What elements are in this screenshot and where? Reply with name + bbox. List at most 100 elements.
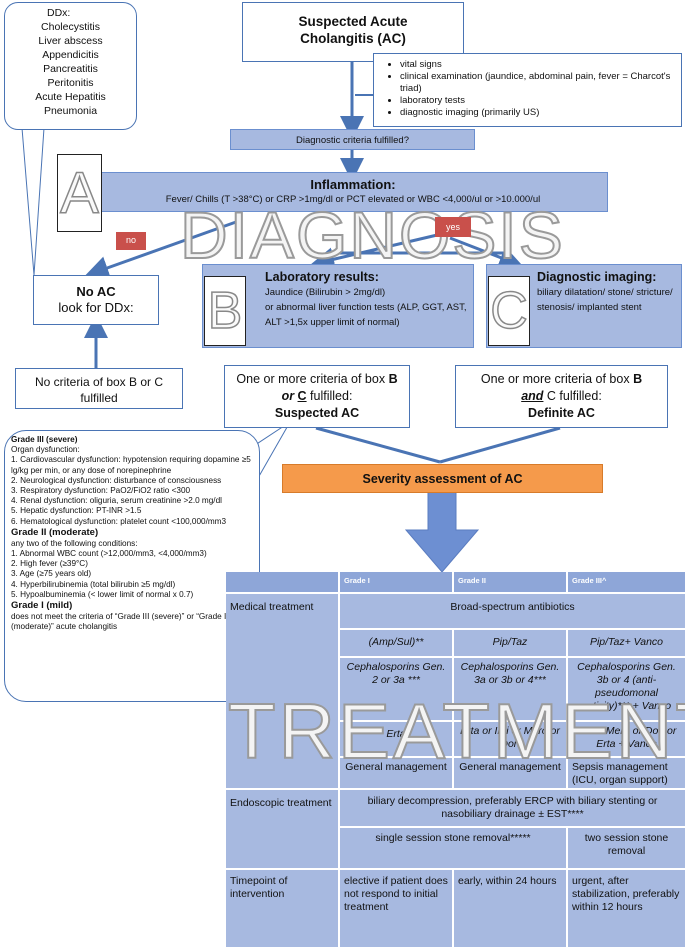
header-grade3-text: Grade III^ — [572, 576, 607, 585]
workup-item: clinical examination (jaundice, abdomina… — [400, 71, 677, 95]
lab-results-box: Laboratory results: Jaundice (Bilirubin … — [202, 264, 474, 348]
ddx-item: Appendicitis — [42, 49, 99, 61]
table-header-blank — [226, 572, 338, 592]
cell-r1-g2: Pip/Taz — [454, 630, 566, 656]
table-header-grade1: Grade I — [340, 572, 452, 592]
definite-result: Definite AC — [528, 406, 595, 420]
single-session-text: single session stone removal***** — [375, 832, 531, 844]
diagnosis-watermark-text: DIAGNOSIS — [179, 198, 565, 272]
cell-r3-g3: Imi or Mero or Dori or Erta + Vanco — [568, 722, 685, 756]
cell-two-session: two session stone removal — [568, 828, 685, 868]
letter-c: C — [489, 281, 528, 341]
g2-intro: any two of the following conditions: — [11, 538, 138, 548]
no-criteria-text: No criteria of box B or C fulfilled — [34, 375, 164, 405]
inflammation-title: Inflammation: — [310, 177, 396, 192]
no-ac-title: No AC — [76, 284, 116, 299]
ddx-item: Pancreatitis — [43, 63, 98, 75]
cell-r4-g3: Sepsis management (ICU, organ support) — [568, 758, 685, 788]
imaging-text: biliary dilatation/ stone/ stricture/ st… — [537, 287, 673, 313]
g2-item: 4. Hyperbilirubinemia (total bilirubin ≥… — [11, 579, 176, 589]
letter-a-box: A — [57, 154, 102, 232]
grades-bubble: Grade III (severe) Organ dysfunction: 1.… — [4, 430, 260, 702]
g3-item: 4. Renal dysfunction: oliguria, serum cr… — [11, 496, 222, 506]
cell-r3-g1: Erta — [340, 722, 452, 756]
cell-r2-g3: Cephalosporins Gen. 3b or 4 (anti-pseudo… — [568, 658, 685, 720]
g2-item: 5. Hypoalbuminemia (< lower limit of nor… — [11, 589, 194, 599]
r3-g1-text: Erta — [386, 728, 406, 740]
r1-g1-text: (Amp/Sul)** — [368, 636, 424, 648]
g2-item: 3. Age (≥75 years old) — [11, 569, 92, 579]
ddx-bubble-tail — [21, 127, 45, 276]
treatment-watermark: TREATMENT — [227, 687, 685, 775]
no-label: no — [125, 235, 136, 245]
workup-item: vital signs — [400, 59, 677, 71]
cell-r1-g3: Pip/Taz+ Vanco — [568, 630, 685, 656]
definite-line2a: and — [521, 389, 544, 403]
row-label-medical: Medical treatment — [226, 594, 338, 788]
lab-line2: or abnormal liver function tests (ALP, G… — [265, 302, 467, 328]
cell-r4-g2: General management — [454, 758, 566, 788]
cell-r2-g2: Cephalosporins Gen. 3a or 3b or 4*** — [454, 658, 566, 720]
two-session-text: two session stone removal — [584, 832, 669, 857]
g3-item: 1. Cardiovascular dysfunction: hypotensi… — [11, 455, 251, 475]
letter-c-box: C — [488, 276, 530, 346]
line-suspected-to-severity — [315, 426, 441, 464]
suspected-line1a: One or more criteria of box — [236, 372, 389, 386]
severity-box: Severity assessment of AC — [282, 464, 603, 493]
no-tag: no — [116, 232, 146, 250]
r1-g2-text: Pip/Taz — [492, 636, 528, 648]
definite-line2: and C fulfilled: — [456, 388, 667, 405]
top-title-line1: Suspected Acute — [298, 14, 408, 29]
cell-single-session: single session stone removal***** — [340, 828, 566, 868]
cell-time-g1: elective if patient does not respond to … — [340, 870, 452, 947]
lab-title: Laboratory results: — [265, 270, 379, 284]
suspected-line2a: or — [281, 389, 295, 403]
r2-g3-text: Cephalosporins Gen. 3b or 4 (anti-pseudo… — [577, 661, 676, 712]
suspected-line2b: C — [297, 389, 307, 403]
ddx-item: Acute Hepatitis — [35, 91, 106, 103]
workup-item: diagnostic imaging (primarily US) — [400, 107, 677, 119]
no-ac-box: No AC look for DDx: — [33, 275, 159, 325]
medical-label: Medical treatment — [230, 601, 314, 613]
timepoint-label: Timepoint of intervention — [230, 875, 288, 900]
g2-list: 1. Abnormal WBC count (>12,000/mm3, <4,0… — [11, 549, 253, 600]
cell-r4-g1: General management — [340, 758, 452, 788]
treatment-watermark-text: TREATMENT — [227, 687, 685, 775]
imaging-title: Diagnostic imaging: — [537, 270, 657, 284]
suspected-line1b: B — [388, 372, 398, 386]
criteria-question-box: Diagnostic criteria fulfilled? — [230, 129, 475, 150]
g1-title: Grade I (mild) — [11, 600, 73, 612]
broad-text: Broad-spectrum antibiotics — [450, 601, 575, 613]
cell-r1-g1: (Amp/Sul)** — [340, 630, 452, 656]
ddx-item: Cholecystitis — [41, 21, 100, 33]
yes-label: yes — [445, 222, 460, 232]
definite-line1a: One or more criteria of box — [480, 372, 634, 386]
r1-g3-text: Pip/Taz+ Vanco — [589, 636, 664, 648]
cell-decompression: biliary decompression, preferably ERCP w… — [340, 790, 685, 826]
inflammation-text: Fever/ Chills (T >38°C) or CRP >1mg/dl o… — [165, 194, 541, 205]
r4-g1-text: General management — [345, 761, 447, 773]
inflammation-box: Inflammation: Fever/ Chills (T >38°C) or… — [98, 172, 608, 212]
cell-time-g3: urgent, after stabilization, preferably … — [568, 870, 685, 947]
definite-box: One or more criteria of box B and C fulf… — [455, 365, 668, 428]
treatment-table: Grade I Grade II Grade III^ Medical trea… — [226, 572, 685, 947]
g3-item: 5. Hepatic dysfunction: PT-INR >1.5 — [11, 506, 142, 516]
r4-g3-text: Sepsis management (ICU, organ support) — [572, 761, 668, 786]
decompression-text: biliary decompression, preferably ERCP w… — [367, 795, 658, 820]
arrow-to-no-ac — [84, 220, 237, 280]
big-down-arrow — [404, 491, 480, 573]
no-ac-sub: look for DDx: — [58, 300, 134, 315]
g2-title: Grade II (moderate) — [11, 526, 99, 538]
letter-b: B — [207, 281, 243, 341]
g2-item: 2. High fever (≥39°C) — [11, 559, 88, 569]
row-label-timepoint: Timepoint of intervention — [226, 870, 338, 947]
table-header-grade2: Grade II — [454, 572, 566, 592]
workup-item: laboratory tests — [400, 95, 677, 107]
definite-line2b: C fulfilled: — [543, 389, 602, 403]
definite-line1: One or more criteria of box B — [456, 371, 667, 388]
row-label-endoscopic: Endoscopic treatment — [226, 790, 338, 868]
header-grade2-text: Grade II — [458, 576, 486, 585]
suspected-box: One or more criteria of box B or C fulfi… — [224, 365, 410, 428]
